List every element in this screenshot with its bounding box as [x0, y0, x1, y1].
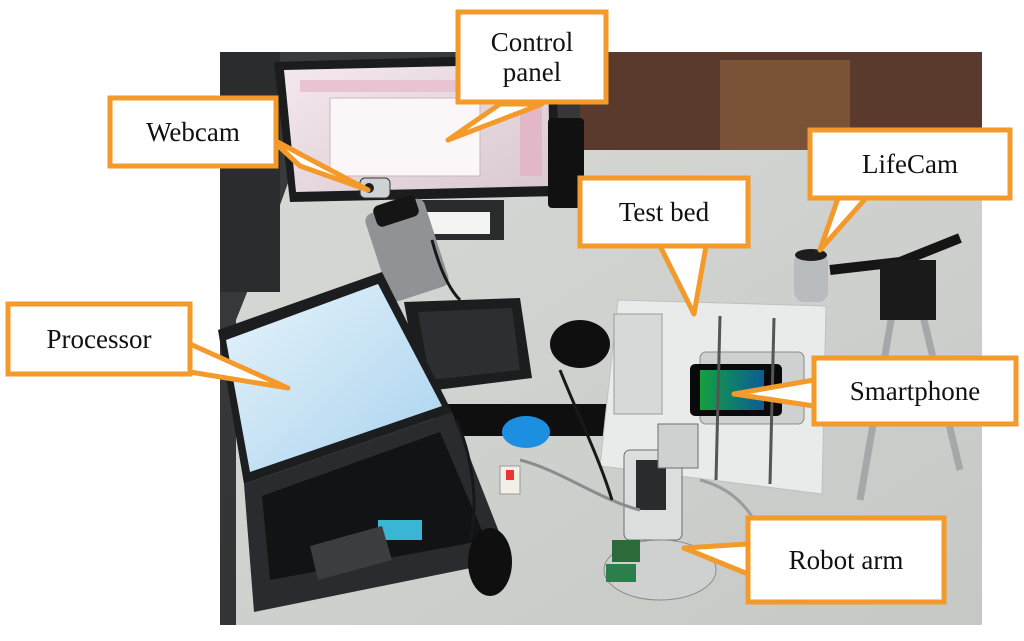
thermos	[365, 195, 449, 302]
blue-device	[499, 416, 550, 495]
callout-boxes	[5, 9, 1019, 605]
robot-arm-box	[745, 515, 947, 605]
lifecam-label: LifeCam	[862, 149, 958, 179]
lifecam-box	[807, 127, 1013, 201]
webcam-device	[359, 177, 391, 199]
control-panel-label-line1: Control	[490, 27, 574, 57]
smartphone-box	[811, 355, 1019, 427]
smartphone-label: Smartphone	[849, 376, 981, 406]
test-bed-label: Test bed	[618, 197, 710, 227]
processor-label: Processor	[46, 324, 152, 354]
webcam-pointer	[267, 135, 371, 193]
cables	[430, 239, 614, 541]
test-bed-box	[577, 175, 751, 249]
keyboard	[404, 298, 634, 436]
laptop	[218, 272, 510, 612]
mouse-top	[550, 320, 610, 368]
webcam-label: Webcam	[146, 117, 240, 147]
control-panel-box	[455, 9, 609, 105]
webcam-box	[107, 95, 279, 169]
lifecam-device	[794, 233, 964, 501]
test-bed-device	[599, 299, 827, 495]
robot-arm-label: Robot arm	[788, 545, 904, 575]
control-panel-label: Control panel	[458, 12, 606, 102]
mouse-bottom	[468, 528, 512, 596]
processor-box	[5, 301, 193, 377]
control-panel-label-line2: panel	[502, 57, 562, 87]
robot-arm-device	[519, 423, 772, 601]
